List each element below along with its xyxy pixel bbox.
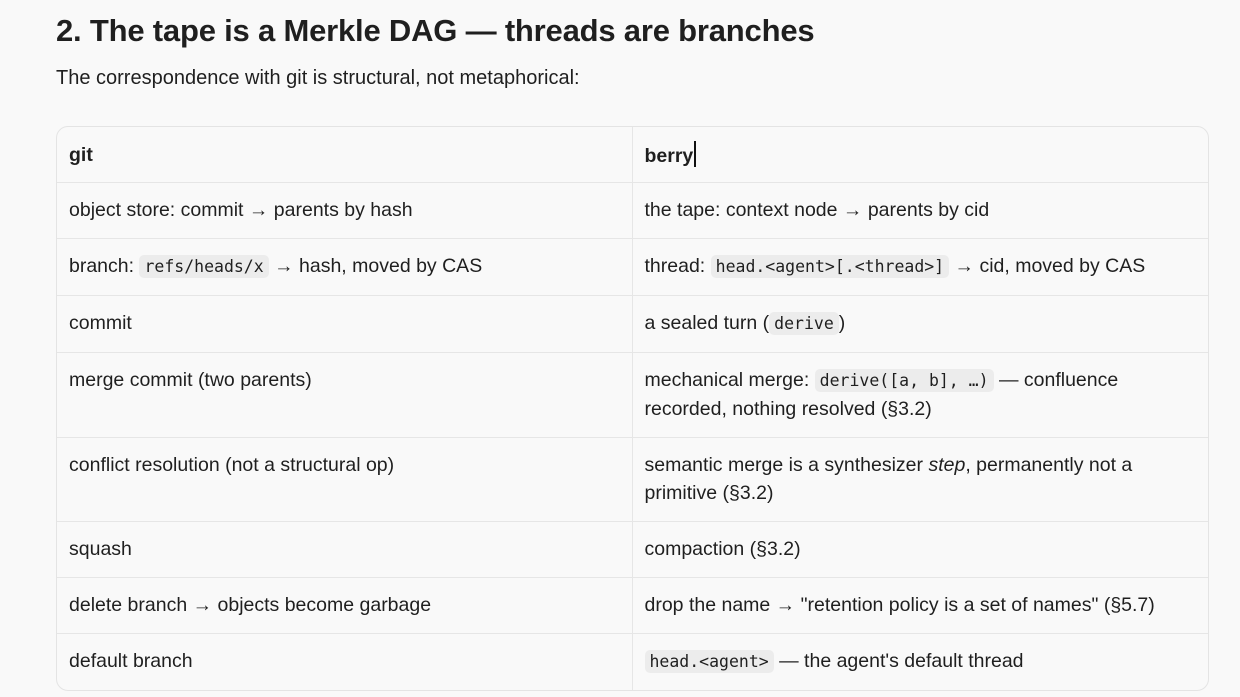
cell-git: squash xyxy=(57,521,632,578)
cell-git: delete branch → objects become garbage xyxy=(57,577,632,634)
cell-git: commit xyxy=(57,295,632,353)
cell-berry: head.<agent> — the agent's default threa… xyxy=(631,633,1208,690)
cell-berry: the tape: context node → parents by cid xyxy=(631,182,1208,239)
header-berry: berry xyxy=(631,127,1208,183)
table-header-row: git berry xyxy=(57,127,1208,183)
cell-berry: compaction (§3.2) xyxy=(631,521,1208,578)
table-row: conflict resolution (not a structural op… xyxy=(57,437,1208,522)
text-cursor xyxy=(694,141,697,167)
table-row: commit a sealed turn (derive) xyxy=(57,295,1208,353)
inline-code: derive([a, b], …) xyxy=(814,369,994,392)
cell-berry: semantic merge is a synthesizer step, pe… xyxy=(631,437,1208,522)
table-row: delete branch → objects become garbage d… xyxy=(57,577,1208,634)
cell-git: conflict resolution (not a structural op… xyxy=(57,437,632,522)
inline-code: head.<agent>[.<thread>] xyxy=(710,255,950,278)
table-row: object store: commit → parents by hash t… xyxy=(57,182,1208,239)
cell-git: object store: commit → parents by hash xyxy=(57,182,632,239)
table-row: branch: refs/heads/x → hash, moved by CA… xyxy=(57,238,1208,296)
inline-code: head.<agent> xyxy=(644,650,774,673)
inline-code: refs/heads/x xyxy=(139,255,269,278)
header-git: git xyxy=(57,127,632,183)
cell-berry: thread: head.<agent>[.<thread>] → cid, m… xyxy=(631,238,1208,296)
intro-paragraph: The correspondence with git is structura… xyxy=(56,67,580,89)
table-row: merge commit (two parents) mechanical me… xyxy=(57,352,1208,438)
cell-berry: mechanical merge: derive([a, b], …) — co… xyxy=(631,352,1208,438)
section-heading: 2. The tape is a Merkle DAG — threads ar… xyxy=(56,13,815,48)
cell-git: merge commit (two parents) xyxy=(57,352,632,438)
table-row: squash compaction (§3.2) xyxy=(57,521,1208,578)
cell-git: branch: refs/heads/x → hash, moved by CA… xyxy=(57,238,632,296)
cell-berry: drop the name → "retention policy is a s… xyxy=(631,577,1208,634)
comparison-table: git berry object store: commit → parents… xyxy=(56,126,1209,691)
inline-code: derive xyxy=(769,312,839,335)
table-row: default branch head.<agent> — the agent'… xyxy=(57,633,1208,690)
cell-git: default branch xyxy=(69,650,193,672)
cell-berry: a sealed turn (derive) xyxy=(631,295,1208,353)
